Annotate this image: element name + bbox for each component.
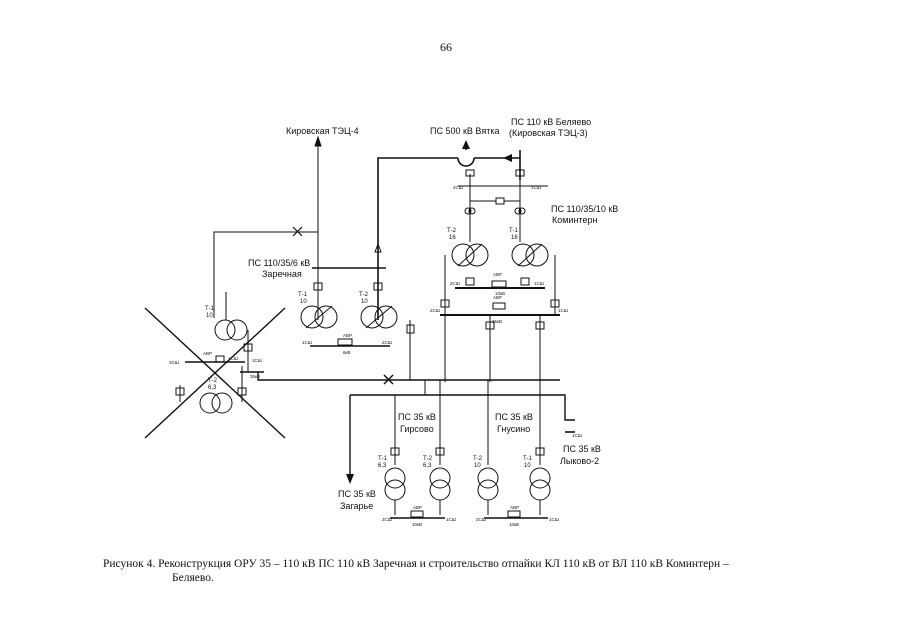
label-kirovskaya-tec4: Кировская ТЭЦ-4 xyxy=(286,126,359,136)
line-35kv-distribution: 1СШ xyxy=(257,372,582,484)
kom-35kv-label: 35кВ xyxy=(492,319,502,324)
old-t1-rating: 10 xyxy=(206,313,213,319)
girsovo-t2: Т-2 6,3 xyxy=(423,447,451,515)
zarechnaya-6kv-bus: АВР 6кВ 1СШ 2СШ xyxy=(302,333,392,355)
caption-line-2: Беляево. xyxy=(172,572,214,584)
cross-mark-upper xyxy=(292,226,303,237)
kom-35-avr: АВР xyxy=(493,295,502,300)
kom-2sh-label: 2СШ xyxy=(453,185,463,190)
label-kominter-2: Коминтерн xyxy=(552,215,597,225)
old-2sh: 2СШ xyxy=(169,360,179,365)
gnu-t2-name: Т-2 xyxy=(473,456,483,462)
zarechnaya-transformer-t1: Т-1 10 xyxy=(298,292,338,329)
girsovo-t1: Т-1 6,3 xyxy=(378,447,406,515)
gnu-1sh: 1СШ xyxy=(549,517,559,522)
kom-t2-rating: 16 xyxy=(449,235,456,241)
label-zagarye-1: ПС 35 кВ xyxy=(338,489,376,499)
gir-t2-name: Т-2 xyxy=(423,456,433,462)
gir-10kv: 10кВ xyxy=(412,522,422,527)
kominter-transformer-t1: Т-1 16 xyxy=(509,228,549,267)
old-35kv: 35кВ xyxy=(250,374,260,379)
kom-35-2sh: 2СШ xyxy=(430,308,440,313)
gir-t2-rating: 6,3 xyxy=(423,463,432,469)
zar-t1-name: Т-1 xyxy=(298,292,308,298)
kom-1sh-label: 1СШ xyxy=(531,185,541,190)
zar-2sh: 2СШ xyxy=(382,340,392,345)
gnu-avr: АВР xyxy=(510,505,519,510)
zar-1sh: 1СШ xyxy=(302,340,312,345)
label-ps500-vyatka: ПС 500 кВ Вятка xyxy=(430,126,499,136)
label-lykovo-1: ПС 35 кВ xyxy=(563,444,601,454)
label-zagarye-2: Загарье xyxy=(340,501,373,511)
gir-avr: АВР xyxy=(413,505,422,510)
gnusino-t2: Т-2 10 xyxy=(473,456,499,515)
kom-10-1sh: 1СШ xyxy=(534,281,544,286)
lykovo-1sh: 1СШ xyxy=(572,433,582,438)
label-girsovo-1: ПС 35 кВ xyxy=(398,412,436,422)
kom-t1-rating: 16 xyxy=(511,235,518,241)
kominter-35kv-bus: АВР 35кВ 2СШ 1СШ xyxy=(430,255,568,382)
kominter-transformer-t2: Т-2 16 xyxy=(447,228,489,267)
label-gnusino-2: Гнусино xyxy=(497,424,530,434)
zarechnaya-transformer-t2: Т-2 10 xyxy=(359,292,398,329)
zar-t2-rating: 10 xyxy=(361,299,368,305)
kom-avr-label: АВР xyxy=(493,272,502,277)
gir-1sh: 1СШ xyxy=(446,517,456,522)
kominter-110-bus: 2СШ 1СШ xyxy=(453,169,548,242)
label-ps110-belyaevo-1: ПС 110 кВ Беляево xyxy=(511,117,591,127)
zar-6kv: 6кВ xyxy=(343,350,350,355)
gir-t1-rating: 6,3 xyxy=(378,463,387,469)
kom-t1-name: Т-1 xyxy=(509,228,519,234)
old-t2-name: Т-2 xyxy=(208,378,218,384)
kominter-10kv-bus: АВР 10кВ 2СШ 1СШ xyxy=(450,272,545,296)
old-1sh: 1СШ xyxy=(228,356,238,361)
zar-t2-name: Т-2 xyxy=(359,292,369,298)
label-zarechnaya-1: ПС 110/35/6 кВ xyxy=(248,258,310,268)
gnusino-10kv-bus: АВР 10кВ 2СШ 1СШ xyxy=(476,505,559,527)
gir-t1-name: Т-1 xyxy=(378,456,388,462)
gir-2sh: 2СШ xyxy=(382,517,392,522)
gnu-t1-name: Т-1 xyxy=(523,456,533,462)
old-t2-rating: 6,3 xyxy=(208,385,217,391)
caption-line-1: Рисунок 4. Реконструкция ОРУ 35 – 110 кВ… xyxy=(103,558,729,570)
gnu-t1-rating: 10 xyxy=(524,463,531,469)
label-ps110-belyaevo-2: (Кировская ТЭЦ-3) xyxy=(509,128,588,138)
gnu-10kv: 10кВ xyxy=(509,522,519,527)
kom-10-2sh: 2СШ xyxy=(450,281,460,286)
zar-t1-rating: 10 xyxy=(300,299,307,305)
kom-t2-name: Т-2 xyxy=(447,228,457,234)
kom-10kv-label: 10кВ xyxy=(495,291,505,296)
figure-caption: Рисунок 4. Реконструкция ОРУ 35 – 110 кВ… xyxy=(103,557,863,585)
zarechnaya-110-bus xyxy=(312,267,415,380)
label-zarechnaya-2: Заречная xyxy=(262,269,302,279)
label-lykovo-2: Лыково-2 xyxy=(560,456,599,466)
gnu-t2-rating: 10 xyxy=(474,463,481,469)
kom-35-1sh: 1СШ xyxy=(558,308,568,313)
gnusino-t1: Т-1 10 xyxy=(523,447,551,515)
girsovo-10kv-bus: АВР 10кВ 2СШ 1СШ xyxy=(382,505,456,527)
old-substation-crossed: Т-1 10 АВР 2СШ 1СШ Т-2 6,3 1СШ 35кВ xyxy=(144,231,318,439)
old-t1-name: Т-1 xyxy=(205,306,215,312)
gnu-2sh: 2СШ xyxy=(476,517,486,522)
line-kirovskaya-tec4 xyxy=(314,135,322,290)
old-35-1sh: 1СШ xyxy=(252,358,262,363)
zar-avr: АВР xyxy=(343,333,352,338)
page-number: 66 xyxy=(440,40,452,54)
label-girsovo-2: Гирсово xyxy=(400,424,434,434)
label-gnusino-1: ПС 35 кВ xyxy=(495,412,533,422)
label-kominter-1: ПС 110/35/10 кВ xyxy=(551,204,618,214)
old-avr: АВР xyxy=(203,351,212,356)
